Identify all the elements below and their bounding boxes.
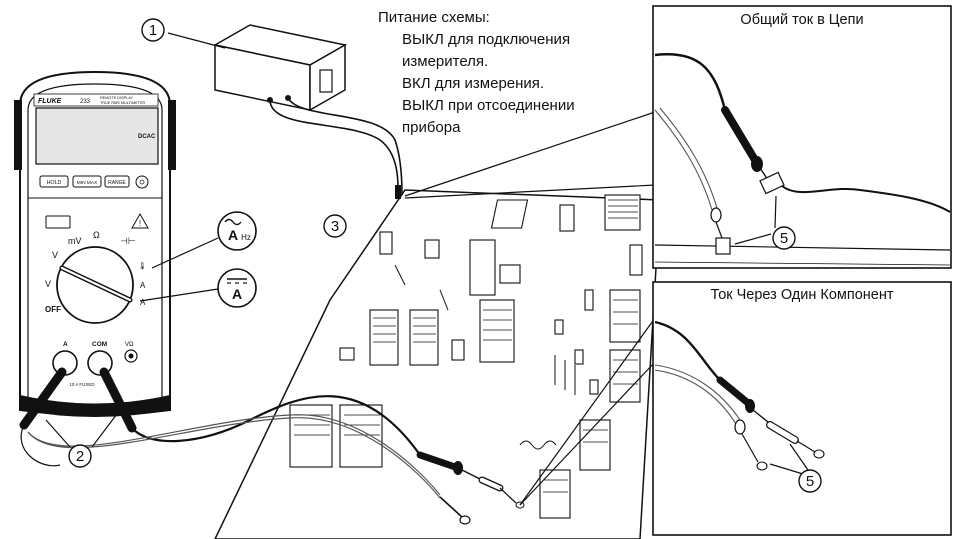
- svg-text:1: 1: [149, 22, 157, 39]
- svg-text:3: 3: [331, 218, 339, 235]
- power-note-line-2: измерителя.: [402, 53, 489, 70]
- diode-icon: ⊣⊢: [120, 236, 136, 246]
- dc-amps-label: A: [232, 286, 242, 302]
- power-supply: [212, 24, 403, 199]
- power-switch: [319, 69, 333, 93]
- meter-brand: FLUKE: [38, 98, 62, 105]
- power-note-line-3: ВКЛ для измерения.: [402, 75, 545, 92]
- callout-5-top: 5: [772, 226, 796, 250]
- dial-label-a-ac: A: [140, 281, 146, 290]
- dial-label-ohm: Ω: [93, 230, 100, 240]
- warning-icon-mark: !: [139, 219, 141, 228]
- range-button[interactable]: [104, 175, 130, 188]
- min-max-button-label: MIN MAX: [77, 180, 98, 186]
- inset-single-component: 5: [652, 281, 952, 536]
- ac-amps-label: A: [228, 227, 238, 243]
- circuit-board: [214, 189, 661, 539]
- dial-label-v-dc: V: [52, 250, 58, 260]
- backlight-icon: [139, 179, 145, 185]
- meter-model: 233: [80, 99, 91, 105]
- inset-bottom-title: Ток Через Один Компонент: [710, 287, 894, 303]
- dial-label-off: OFF: [45, 305, 61, 314]
- callout-5-bottom: 5: [798, 469, 822, 493]
- dial-label-v-ac: V: [45, 279, 51, 289]
- jack-label-com: COM: [92, 341, 107, 348]
- min-max-button[interactable]: [72, 175, 102, 188]
- thermometer-icon: 🌡: [138, 262, 147, 270]
- ac-amps-hz: Hz: [241, 233, 251, 242]
- ac-amps-symbol: A Hz: [217, 211, 257, 251]
- svg-text:5: 5: [806, 473, 814, 490]
- meter-subtitle-2: TRUE RMS MULTIMETER: [100, 101, 146, 105]
- callout-2: 2: [68, 444, 92, 468]
- remote-display-button[interactable]: [45, 215, 71, 229]
- dial-label-a: A: [140, 298, 146, 307]
- warning-icon: [131, 212, 149, 229]
- inset-total-current: 5: [652, 5, 952, 269]
- svg-text:5: 5: [780, 230, 788, 247]
- power-note-line-5: прибора: [402, 119, 461, 136]
- jack-label-vohm: VΩ: [125, 342, 134, 348]
- meter-display-mode: DCAC: [138, 134, 156, 140]
- meter-subtitle-1: REMOTE DISPLAY: [100, 96, 134, 100]
- meter-buttons: HOLD MIN MAX RANGE: [39, 175, 149, 189]
- fused-label: 10 A FUSED: [69, 382, 95, 387]
- backlight-button[interactable]: [135, 175, 149, 189]
- ac-wave-icon: [224, 218, 242, 226]
- hold-button[interactable]: [39, 175, 69, 188]
- callout-3: 3: [323, 214, 347, 238]
- power-note: Питание схемы: ВЫКЛ для подключения изме…: [378, 7, 575, 139]
- inset-top-title: Общий ток в Цепи: [740, 12, 864, 28]
- power-note-line-4: ВЫКЛ при отсоединении: [402, 97, 575, 114]
- svg-text:2: 2: [76, 448, 84, 465]
- meter-display: [35, 107, 159, 165]
- inset-leaders: [404, 111, 656, 506]
- range-button-label: RANGE: [108, 180, 126, 186]
- power-note-line-1: ВЫКЛ для подключения: [402, 31, 571, 48]
- dc-amps-symbol: A: [217, 268, 257, 308]
- dial-label-mv: mV: [68, 236, 82, 246]
- jack-label-a: A: [63, 341, 68, 348]
- hold-button-label: HOLD: [47, 180, 62, 186]
- power-note-heading: Питание схемы:: [378, 9, 490, 26]
- multimeter: FLUKE 233 REMOTE DISPLAY TRUE RMS MULTIM…: [14, 70, 176, 417]
- callout-1: 1: [141, 18, 165, 42]
